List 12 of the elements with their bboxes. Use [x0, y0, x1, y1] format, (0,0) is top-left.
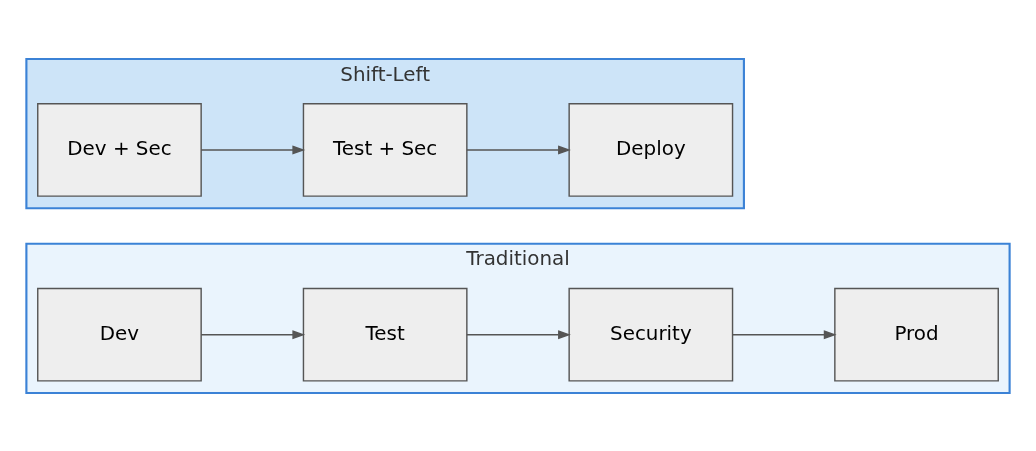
arrow — [200, 329, 306, 339]
node-box: Dev + Sec — [37, 102, 202, 197]
node-box: Deploy — [568, 102, 734, 197]
node-box: Prod — [834, 287, 999, 382]
arrow — [466, 145, 571, 154]
node-box: Security — [568, 287, 734, 382]
arrow — [200, 145, 306, 154]
arrow — [466, 329, 571, 339]
node-box: Test + Sec — [302, 102, 468, 197]
arrow — [731, 329, 837, 339]
node-box: Dev — [37, 287, 202, 382]
node-box: Test — [302, 287, 468, 382]
